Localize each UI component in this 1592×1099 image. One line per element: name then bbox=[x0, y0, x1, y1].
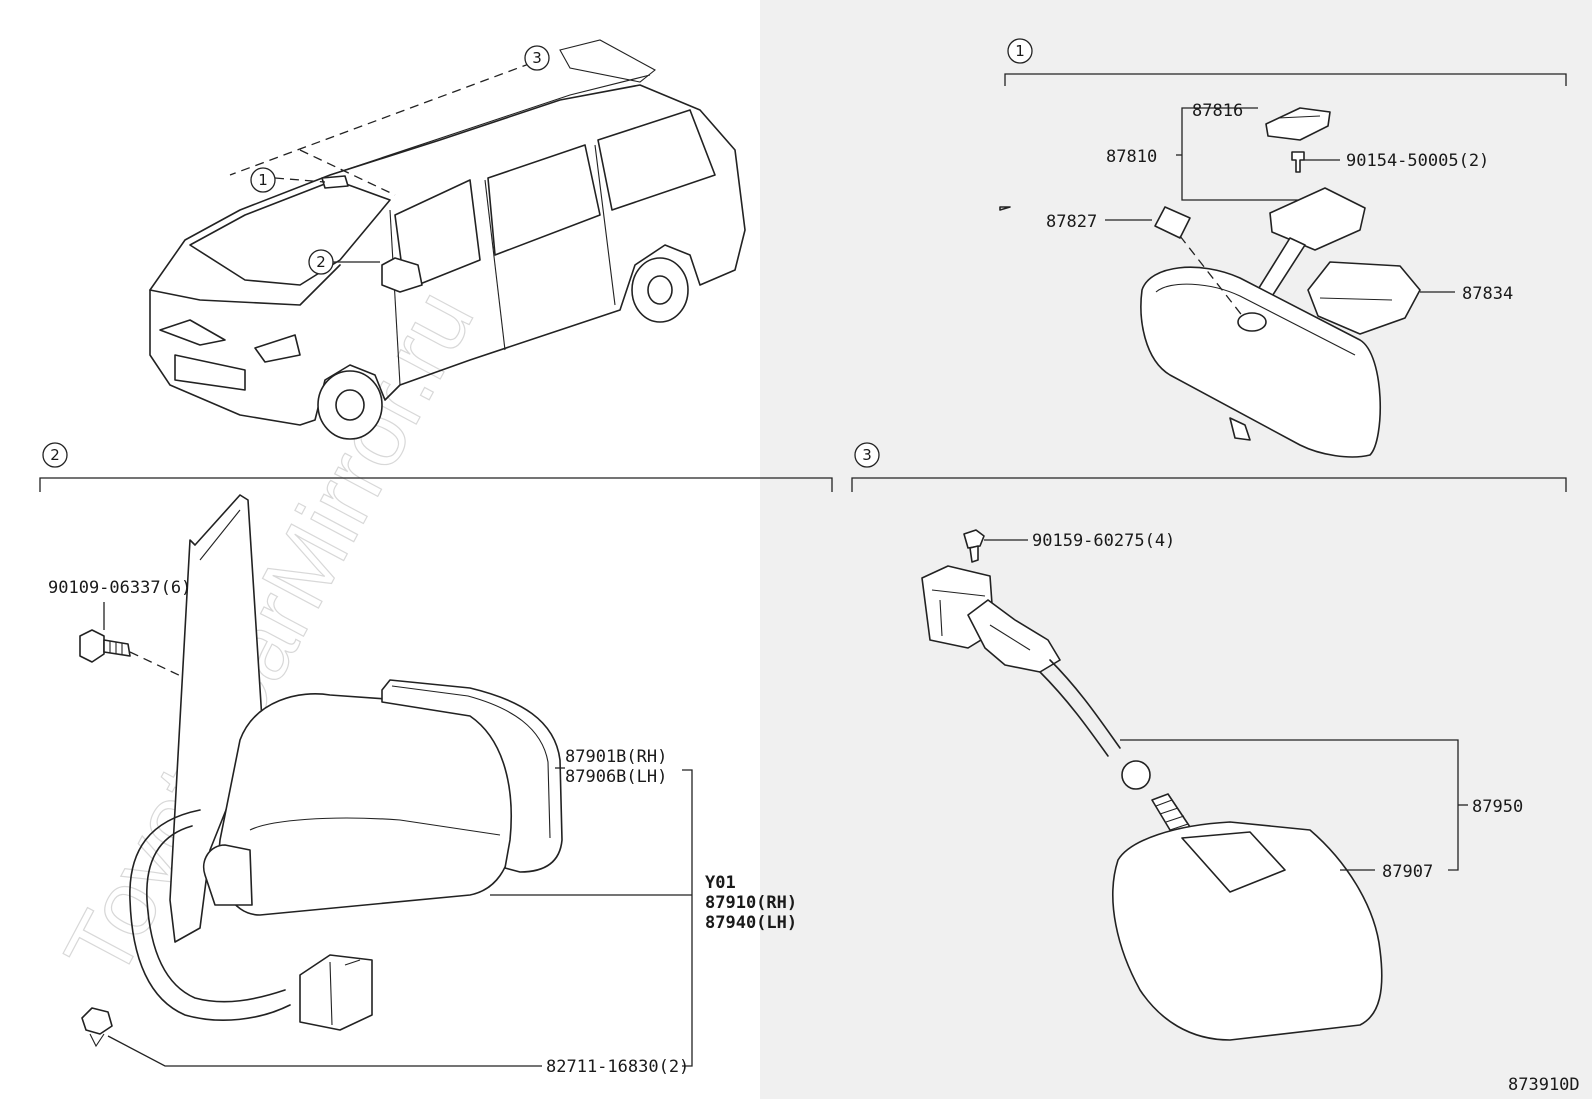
overview-callout-1: 1 bbox=[250, 167, 276, 193]
mirror-base-plate bbox=[169, 494, 263, 943]
part-87907-monitor-housing bbox=[1112, 821, 1383, 1041]
section-3-callout: 3 bbox=[854, 442, 880, 468]
van-door-line-2 bbox=[484, 179, 506, 351]
svg-text:2: 2 bbox=[316, 253, 326, 271]
monitor-top-window bbox=[1181, 831, 1286, 893]
label-87834: 87834 bbox=[1462, 284, 1513, 304]
label-87827: 87827 bbox=[1046, 212, 1097, 232]
locator-line-1 bbox=[274, 177, 326, 183]
bracket-Y01 bbox=[682, 769, 693, 1067]
van-door-line-3 bbox=[594, 144, 616, 306]
svg-text:3: 3 bbox=[532, 49, 542, 67]
part-87901B-mirror-cover bbox=[381, 679, 563, 873]
van-headlight-right bbox=[254, 334, 301, 363]
label-87816: 87816 bbox=[1192, 101, 1243, 121]
svg-text:1: 1 bbox=[258, 171, 268, 189]
label-90109-06337: 90109-06337(6) bbox=[48, 578, 191, 598]
bolt-guide-line bbox=[129, 651, 186, 679]
svg-text:3: 3 bbox=[862, 446, 872, 464]
van-rear-wheel-hub bbox=[647, 275, 673, 305]
van-body-outline bbox=[149, 84, 746, 426]
van-door-line-1 bbox=[389, 209, 401, 386]
van-front-wheel bbox=[317, 370, 383, 440]
label-87910: 87910(RH) bbox=[705, 893, 797, 913]
part-90154-screw bbox=[1291, 151, 1305, 173]
section-3-camera-assembly: 3 90159-60275(4) 87950 87907 bbox=[851, 442, 1567, 1041]
camera-cable bbox=[1049, 659, 1121, 749]
van-side-window-middle bbox=[487, 144, 601, 256]
van-inner-mirror bbox=[321, 175, 349, 189]
van-front-wheel-hub bbox=[335, 389, 365, 421]
vehicle-overview: 1 2 3 bbox=[149, 39, 746, 440]
locator-line-3 bbox=[229, 57, 546, 176]
part-90109-bolt bbox=[79, 629, 131, 663]
van-grille bbox=[174, 354, 246, 391]
mirror-mount-base bbox=[1269, 187, 1366, 251]
camera-body bbox=[967, 599, 1061, 673]
mirror-harness-wire bbox=[129, 809, 291, 1021]
van-windshield bbox=[189, 179, 391, 286]
mirror-harness-connector bbox=[299, 954, 373, 1031]
svg-text:1: 1 bbox=[1015, 42, 1025, 60]
part-87834-cover bbox=[1307, 261, 1421, 335]
overview-callout-2: 2 bbox=[308, 249, 334, 275]
part-82711-clip bbox=[81, 1007, 113, 1035]
section-1-callout: 1 bbox=[1007, 38, 1033, 64]
section-1-inner-mirror: 1 87816 87810 90154 bbox=[999, 38, 1567, 458]
locator-line-1b bbox=[299, 149, 396, 196]
panel-shade-right-top bbox=[760, 0, 1592, 478]
van-side-window-rear bbox=[597, 109, 716, 211]
label-90154-50005: 90154-50005(2) bbox=[1346, 151, 1489, 171]
van-roof-line bbox=[329, 74, 651, 176]
svg-text:2: 2 bbox=[50, 446, 60, 464]
label-87901B: 87901B(RH) bbox=[565, 747, 667, 767]
mirror-housing bbox=[218, 693, 517, 916]
van-side-mirror bbox=[381, 257, 423, 293]
label-87950: 87950 bbox=[1472, 797, 1523, 817]
label-90159-60275: 90159-60275(4) bbox=[1032, 531, 1175, 551]
label-87907: 87907 bbox=[1382, 862, 1433, 882]
mirror-housing-inner bbox=[203, 844, 253, 906]
section-2-header-bracket bbox=[39, 477, 833, 492]
van-rear-wheel bbox=[631, 257, 689, 323]
overview-callout-3: 3 bbox=[524, 45, 550, 71]
section-2-callout: 2 bbox=[42, 442, 68, 468]
part-87827-pin bbox=[999, 206, 1011, 211]
van-roof-spoiler bbox=[559, 39, 656, 83]
cable-end-ball bbox=[1121, 760, 1151, 790]
diagram-code: 873910D bbox=[1508, 1075, 1580, 1095]
bracket-87810 bbox=[1181, 107, 1298, 201]
van-headlight-left bbox=[159, 319, 226, 346]
leader-82711 bbox=[107, 1035, 542, 1067]
label-Y01: Y01 bbox=[705, 873, 736, 893]
label-87906B: 87906B(LH) bbox=[565, 767, 667, 787]
mirror-mount-socket bbox=[1237, 312, 1267, 332]
section-3-header-bracket bbox=[851, 477, 1567, 492]
label-87810: 87810 bbox=[1106, 147, 1157, 167]
section-1-header-bracket bbox=[1004, 73, 1567, 86]
mirror-lower-knob bbox=[1229, 417, 1251, 441]
inner-mirror-body bbox=[1140, 266, 1382, 458]
label-87940: 87940(LH) bbox=[705, 913, 797, 933]
section-2-outer-mirror: 2 90109-0633 bbox=[39, 442, 833, 1077]
part-90159-screw bbox=[963, 529, 985, 563]
pin-guide-line bbox=[1179, 235, 1245, 319]
label-82711-16830: 82711-16830(2) bbox=[546, 1057, 689, 1077]
van-hood bbox=[149, 264, 341, 306]
